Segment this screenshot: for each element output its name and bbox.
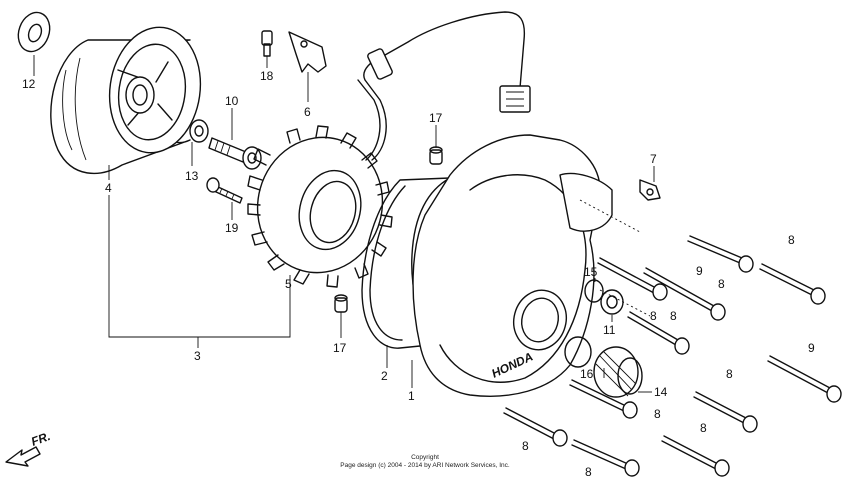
callout-10: 10	[225, 94, 239, 108]
copyright-line: Page design (c) 2004 - 2014 by ARI Netwo…	[340, 462, 510, 469]
callout-6: 6	[304, 105, 311, 119]
callout-19: 19	[225, 221, 239, 235]
callout-4: 4	[105, 181, 112, 195]
copyright-block: Copyright Page design (c) 2004 - 2014 by…	[340, 454, 510, 469]
part-5-stator	[247, 125, 393, 288]
callout-17-upper: 17	[429, 111, 443, 125]
part-17-dowel-lower	[334, 294, 348, 313]
bolt-8-e	[693, 391, 758, 433]
front-arrow-icon	[5, 446, 41, 467]
callout-16: 16	[580, 367, 594, 381]
part-2-gasket	[361, 177, 451, 349]
callout-2: 2	[381, 369, 388, 383]
callout-12: 14	[654, 385, 668, 399]
callout-8-d: 8	[670, 309, 677, 323]
part-17-dowel-upper	[429, 146, 443, 165]
callout-8-b: 8	[718, 277, 725, 291]
bolt-8-i	[661, 435, 730, 477]
callout-7: 7	[650, 152, 657, 166]
callout-8-a: 8	[788, 233, 795, 247]
part-4-flywheel	[50, 26, 202, 175]
callout-5: 5	[285, 277, 292, 291]
front-direction-indicator: FR.	[5, 429, 52, 467]
part-13-washer	[189, 119, 209, 143]
callout-8-i: 8	[585, 465, 592, 479]
callout-3: 3	[194, 349, 201, 363]
callout-18: 18	[260, 69, 274, 83]
part-11-plug	[600, 289, 624, 315]
bolt-8-f	[569, 379, 638, 419]
callout-9-b: 9	[808, 341, 815, 355]
part-15-oring	[584, 279, 604, 303]
bolt-8-b	[759, 263, 826, 305]
leader-lines	[33, 55, 655, 393]
part-19-bolt	[206, 177, 243, 204]
bolt-8-h	[571, 439, 640, 477]
bolt-8-a	[687, 235, 754, 273]
callout-11: 11	[603, 323, 616, 337]
callout-17-lower: 17	[333, 341, 347, 355]
part-1-crankcase-cover: HONDA	[412, 134, 613, 397]
bolt-9-a	[643, 267, 726, 321]
callout-labels: 12 4 3 5 10 13 19 18 6 17 17 2 1 7 8 9 8…	[22, 69, 815, 479]
copyright-title: Copyright	[411, 454, 439, 461]
part-18-bolt	[261, 30, 273, 57]
callout-8-h: 8	[700, 421, 707, 435]
part-14-washer	[17, 11, 51, 53]
callout-8-c: 8	[650, 309, 657, 323]
wire-harness	[357, 11, 531, 161]
bolt-9-b	[767, 355, 842, 403]
front-label: FR.	[29, 429, 52, 449]
callout-1: 1	[408, 389, 415, 403]
callout-8-e: 8	[726, 367, 733, 381]
bolt-8-g	[503, 407, 568, 447]
callout-8-g: 8	[522, 439, 529, 453]
bolts	[503, 199, 842, 477]
bolt-8-c	[597, 257, 668, 301]
part-7-clip	[639, 179, 661, 201]
callout-13: 13	[185, 169, 199, 183]
callout-9-a: 9	[696, 264, 703, 278]
callout-15: 15	[584, 265, 598, 279]
part-6-clamp	[288, 31, 327, 73]
part-10-bolt	[208, 137, 262, 170]
callout-14: 12	[22, 77, 36, 91]
callout-8-f: 8	[654, 407, 661, 421]
part-16-oring	[564, 336, 592, 368]
bolt-8-d	[627, 311, 690, 355]
part-12-cap	[593, 346, 643, 398]
